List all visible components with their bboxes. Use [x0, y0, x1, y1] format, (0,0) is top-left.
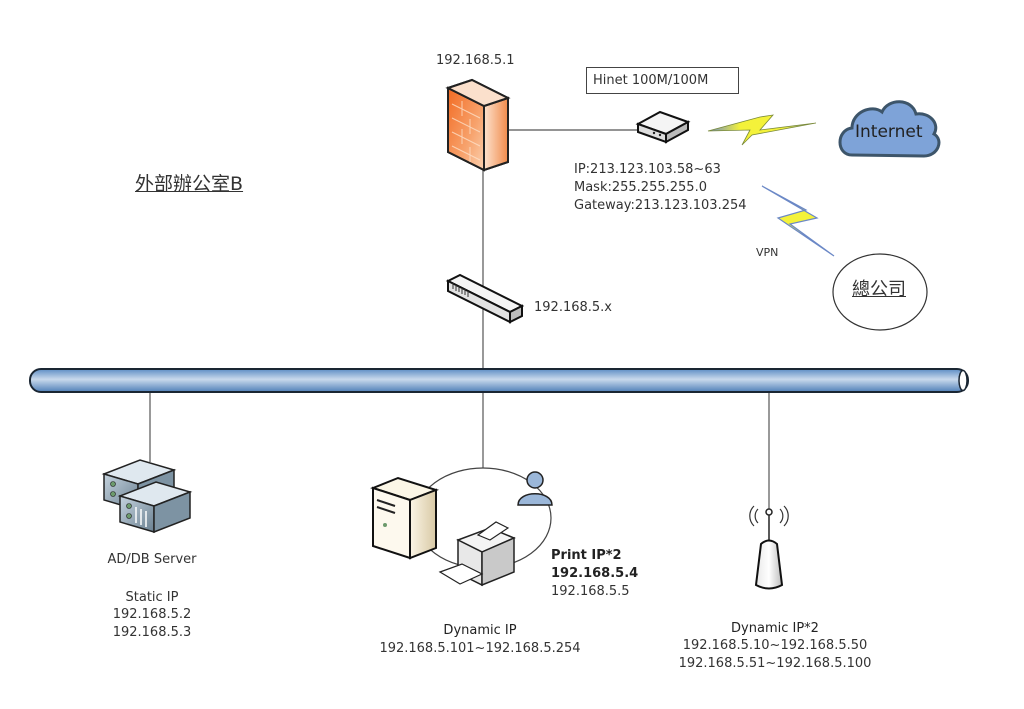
wan-ip-label: IP:213.123.103.58~63 [574, 162, 721, 177]
wireless-ap-icon[interactable] [749, 505, 789, 590]
vpn-lightning-icon [761, 185, 835, 257]
firewall-ip-label: 192.168.5.1 [436, 53, 515, 68]
wireless-type-label: Dynamic IP*2 [731, 621, 819, 636]
printer-ip-1: 192.168.5.4 [551, 566, 639, 581]
lightning-bolt-icon [707, 114, 817, 146]
headquarters-node[interactable] [832, 253, 928, 331]
wan-mask-label: Mask:255.255.255.0 [574, 180, 707, 195]
printer-icon[interactable] [438, 521, 516, 587]
wireless-range-1: 192.168.5.10~192.168.5.50 [682, 638, 868, 653]
server-name-label: AD/DB Server [107, 552, 197, 567]
workstation-range-label: 192.168.5.101~192.168.5.254 [379, 641, 581, 656]
network-backbone [29, 368, 969, 393]
switch-ip-label: 192.168.5.x [534, 300, 612, 315]
modem-icon[interactable] [635, 110, 691, 144]
user-icon[interactable] [517, 471, 553, 506]
server-stack-icon[interactable] [101, 459, 193, 534]
wireless-range-2: 192.168.5.51~192.168.5.100 [678, 656, 872, 671]
server-type-label: Static IP [125, 590, 179, 605]
pc-tower-icon[interactable] [370, 476, 440, 560]
workstation-type-label: Dynamic IP [443, 623, 517, 638]
server-ip-2: 192.168.5.3 [112, 625, 192, 640]
headquarters-label: 總公司 [852, 279, 906, 300]
isp-label: Hinet 100M/100M [593, 73, 709, 88]
office-title: 外部辦公室B [135, 173, 244, 195]
isp-label-box: Hinet 100M/100M [586, 67, 739, 94]
printer-ip-2: 192.168.5.5 [551, 584, 630, 599]
connection-lines [149, 129, 770, 510]
internet-label: Internet [855, 122, 923, 142]
internet-cloud-icon[interactable] [838, 100, 941, 158]
server-ip-1: 192.168.5.2 [112, 607, 192, 622]
wan-gateway-label: Gateway:213.123.103.254 [574, 198, 747, 213]
printer-title-label: Print IP*2 [551, 548, 622, 563]
vpn-label: VPN [756, 246, 779, 259]
switch-icon[interactable] [445, 273, 525, 324]
firewall-icon[interactable] [445, 78, 511, 172]
